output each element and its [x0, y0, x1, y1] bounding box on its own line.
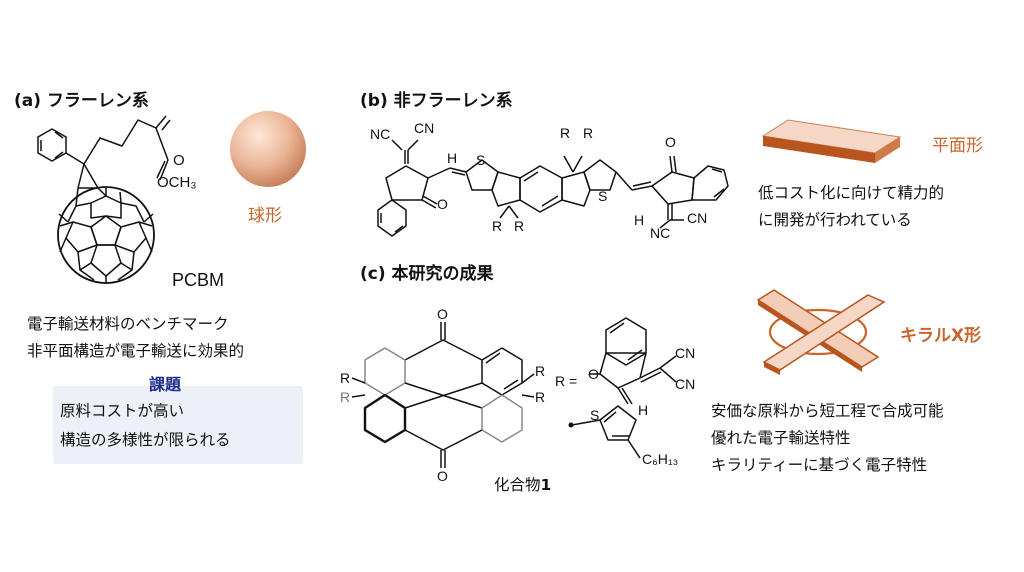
atom-o-2: O: [665, 134, 676, 150]
compound-label-text: 化合物: [494, 476, 541, 494]
atom-s-2: S: [598, 188, 608, 204]
atom-nc-1: NC: [370, 126, 391, 142]
chiral-x-label: キラルX形: [900, 326, 982, 346]
atom-h: H: [638, 402, 649, 418]
section-b-line-2: に開発が行われている: [758, 211, 912, 229]
ester-oxygen-label: O: [173, 152, 185, 169]
atom-o-1: O: [437, 196, 448, 212]
sphere-label: 球形: [248, 206, 282, 226]
atom-s-1: S: [476, 152, 486, 168]
section-c-line-1: 安価な原料から短工程で合成可能: [711, 402, 944, 420]
atom-hexyl: C₆H₁₃: [642, 451, 679, 467]
atom-r-left-1: R: [340, 370, 351, 386]
issue-line-1: 原料コストが高い: [60, 402, 185, 420]
section-b-heading: (b) 非フラーレン系: [360, 91, 513, 111]
atom-r-left-2: R: [340, 389, 351, 405]
section-a-heading: (a) フラーレン系: [14, 91, 149, 111]
atom-s: S: [590, 407, 600, 423]
atom-r-3: R: [560, 125, 571, 141]
atom-cn-1: CN: [675, 345, 696, 361]
atom-o-bottom: O: [437, 468, 448, 484]
atom-o-top: O: [437, 306, 448, 322]
compound-number: 1: [540, 476, 552, 494]
section-a-line-1: 電子輸送材料のベンチマーク: [27, 315, 229, 333]
atom-o-side: O: [588, 366, 599, 382]
issue-title: 課題: [149, 375, 182, 394]
atom-h-1: H: [447, 150, 458, 166]
atom-r-2: R: [514, 218, 525, 234]
atom-r-4: R: [583, 125, 594, 141]
atom-h-2: H: [634, 212, 645, 228]
section-a-line-2: 非平面構造が電子輸送に効果的: [27, 342, 245, 360]
section-c-line-2: 優れた電子輸送特性: [711, 429, 851, 447]
issue-line-2: 構造の多様性が限られる: [60, 431, 231, 449]
compound-label: 化合物1: [494, 472, 551, 499]
issue-box: [53, 386, 303, 464]
section-b-line-1: 低コスト化に向けて精力的: [758, 184, 945, 202]
methoxy-label: OCH₃: [157, 174, 197, 191]
r-equals-label: R =: [555, 373, 578, 389]
atom-nc-3: NC: [650, 225, 671, 241]
atom-r-right-2: R: [535, 389, 546, 405]
atom-r-right-1: R: [535, 363, 546, 379]
atom-cn-2: CN: [675, 376, 696, 392]
section-c-heading: (c) 本研究の成果: [360, 264, 494, 284]
atom-cn-2: CN: [414, 120, 435, 136]
atom-r-1: R: [492, 218, 503, 234]
atom-cn-4: CN: [687, 210, 708, 226]
flat-label: 平面形: [932, 136, 983, 156]
pcbm-label: PCBM: [172, 270, 225, 290]
section-c-line-3: キラリティーに基づく電子特性: [711, 456, 928, 474]
